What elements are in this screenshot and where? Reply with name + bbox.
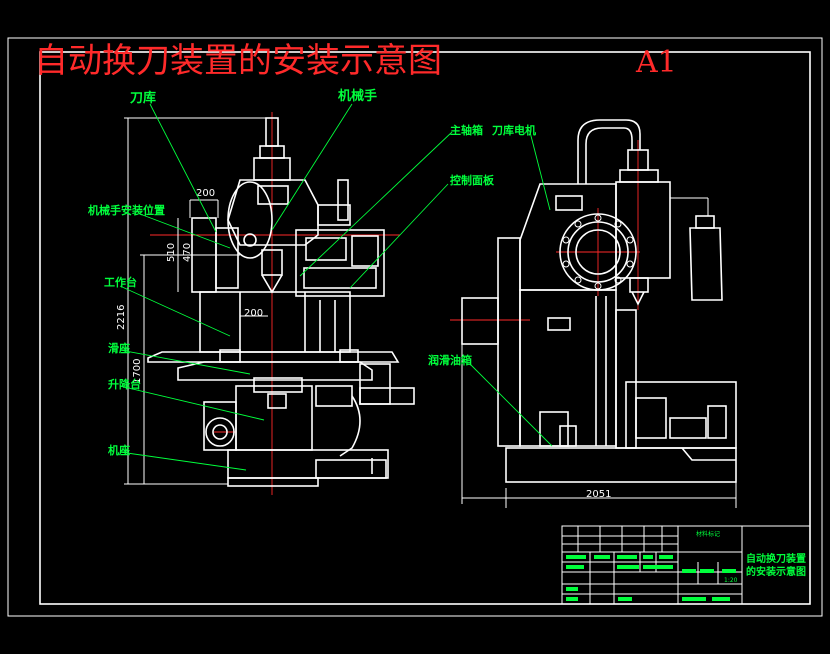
front-view: 200 470 510 200 2216 1700 刀库 机械手 机械手安装位置… [88, 88, 415, 495]
label-manipulator-position: 机械手安装位置 [88, 203, 165, 217]
label-control-panel: 控制面板 [450, 173, 495, 187]
sheet-size: A1 [635, 45, 677, 80]
title-block-name-line1: 自动换刀装置 [746, 552, 806, 565]
label-worktable: 工作台 [104, 275, 137, 289]
label-knee: 升降台 [108, 377, 141, 391]
title-block-scale: 1:20 [724, 577, 738, 584]
title-block-material: 材料标记 [696, 530, 720, 538]
side-view: 2051 主轴箱 刀库电机 控制面板 润滑油箱 [299, 119, 737, 508]
title-block-name-line2: 的安装示意图 [746, 565, 806, 578]
label-tool-magazine: 刀库 [130, 90, 156, 106]
drawing-title: 自动换刀装置的安装示意图 [34, 41, 442, 81]
dim-1700: 1700 [132, 359, 143, 384]
label-magazine-motor: 刀库电机 [492, 123, 536, 137]
inner-frame [39, 51, 811, 605]
label-spindle-box: 主轴箱 [450, 123, 483, 137]
dim-200-mid: 200 [244, 308, 263, 319]
label-manipulator: 机械手 [338, 88, 377, 104]
dim-510: 510 [166, 243, 177, 262]
dim-200-top: 200 [196, 188, 215, 199]
label-saddle: 滑座 [108, 341, 130, 355]
dim-2216: 2216 [116, 305, 127, 330]
dim-2051: 2051 [586, 489, 611, 500]
label-base: 机座 [108, 443, 130, 457]
title-block: 材料标记 1:20 自动换刀装置 的安装示意图 [561, 525, 811, 605]
dim-470: 470 [182, 243, 193, 262]
label-lubrication: 润滑油箱 [428, 353, 472, 367]
outer-frame [7, 37, 823, 617]
